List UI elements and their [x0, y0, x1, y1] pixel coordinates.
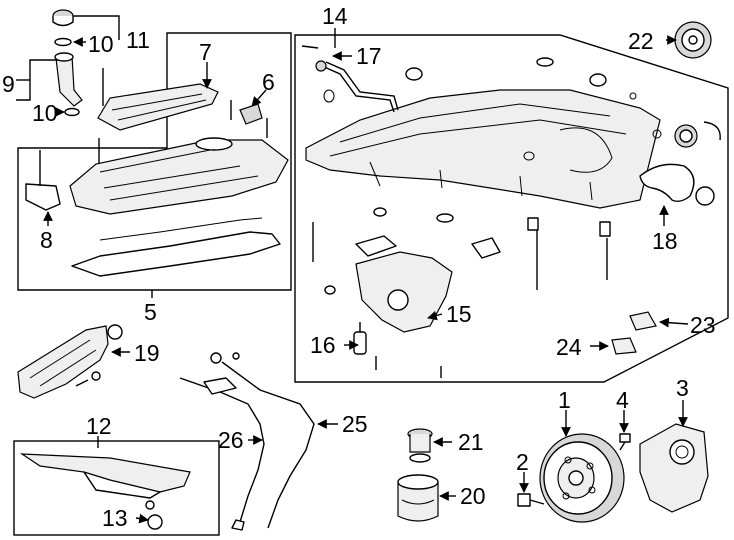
- callout-14: 14: [322, 3, 348, 29]
- callout-10-lower: 10: [32, 100, 58, 126]
- callout-9: 9: [2, 71, 15, 97]
- oil-pump-solenoid: [353, 322, 367, 355]
- callout-8: 8: [40, 227, 53, 253]
- callout-23: 23: [690, 312, 716, 338]
- callout-20: 20: [460, 483, 486, 509]
- o-ring-upper: [54, 37, 72, 47]
- engine-block-group-frame: [294, 34, 729, 383]
- callout-12: 12: [86, 413, 112, 439]
- callout-2: 2: [516, 449, 529, 475]
- callout-16: 16: [310, 332, 336, 358]
- callout-3: 3: [676, 375, 689, 401]
- callout-10-upper: 10: [88, 31, 114, 57]
- callout-26: 26: [218, 427, 244, 453]
- oil-pressure-sensor: [629, 311, 657, 331]
- oil-pan: [19, 453, 191, 499]
- callout-7: 7: [199, 39, 212, 65]
- sensor-actuator: [239, 103, 263, 125]
- callout-13: 13: [102, 505, 128, 531]
- oil-temp-sensor: [611, 337, 637, 355]
- rear-main-seal-housing: [639, 423, 709, 513]
- cover-bracket: [25, 150, 61, 211]
- damper-bolt: [517, 493, 545, 507]
- callout-17: 17: [356, 43, 382, 69]
- callout-22: 22: [628, 28, 654, 54]
- callout-6: 6: [262, 69, 275, 95]
- block-bolts: [312, 207, 611, 378]
- crankshaft-damper: [539, 433, 625, 523]
- leader-lines: [43, 28, 689, 524]
- callout-24: 24: [556, 334, 582, 360]
- oil-filler-tube: [54, 52, 83, 107]
- drain-plug: [145, 500, 163, 530]
- callout-5: 5: [144, 299, 157, 325]
- engine-block: [305, 89, 661, 209]
- dipstick: [179, 377, 265, 531]
- o-ring-lower: [64, 107, 80, 117]
- valve-cover: [69, 137, 289, 215]
- oil-pan-group-frame: [13, 440, 220, 536]
- bolt-set-upper: [98, 68, 268, 166]
- callout-4: 4: [616, 387, 629, 413]
- cover-bolt: [619, 433, 631, 451]
- callout-1: 1: [558, 387, 571, 413]
- callout-21: 21: [458, 429, 484, 455]
- callout-19: 19: [134, 340, 160, 366]
- oil-filter-adapter: [407, 428, 433, 463]
- callout-11: 11: [126, 27, 150, 53]
- oil-filler-cap: [52, 9, 74, 27]
- oil-pump: [355, 235, 453, 333]
- callout-18: 18: [652, 228, 678, 254]
- sensor-bolt: [301, 45, 319, 49]
- spark-plug-tube-gasket: [99, 217, 263, 241]
- valve-cover-group-frame: [17, 32, 292, 291]
- callout-25: 25: [342, 411, 368, 437]
- valve-cover-gasket: [71, 231, 281, 277]
- callout-15: 15: [446, 301, 472, 327]
- engine-cover: [17, 324, 123, 399]
- block-plugs: [323, 57, 662, 161]
- dipstick-tube: [210, 352, 315, 529]
- timing-belt: [639, 163, 695, 203]
- block-sensor-tube: [315, 60, 399, 113]
- oil-filter: [397, 474, 439, 522]
- intake-manifold-runner: [97, 83, 219, 131]
- crankshaft-sprocket: [674, 21, 712, 59]
- crank-bearing-seal: [674, 121, 721, 206]
